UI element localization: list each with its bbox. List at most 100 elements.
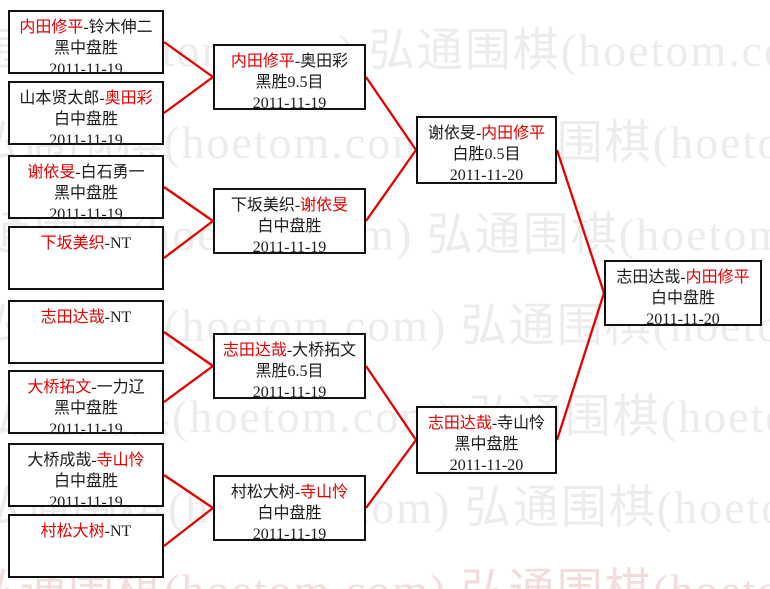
match-date: 2011-11-19 xyxy=(49,494,123,511)
player-name: 谢依旻 xyxy=(427,125,476,142)
player-name: NT xyxy=(110,523,132,540)
bracket-connector-line xyxy=(555,149,606,294)
match-players: 山本贤太郎-奥田彩 xyxy=(10,88,162,109)
player-name: 奥田彩 xyxy=(300,53,349,70)
match-result: 黑中盘胜 xyxy=(53,185,118,202)
vs-dash: - xyxy=(75,164,81,181)
match-date: 2011-11-19 xyxy=(49,206,123,223)
match-result: 白胜0.5目 xyxy=(452,146,521,163)
match-result: 白中盘胜 xyxy=(650,290,715,307)
vs-dash: - xyxy=(91,452,97,469)
match-box-semifinal-1: 谢依旻-内田修平 白胜0.5目 2011-11-20 xyxy=(416,116,557,184)
match-result: 黑胜6.5目 xyxy=(255,363,324,380)
player-name: 内田修平 xyxy=(685,269,750,286)
player-name: 铃木伸二 xyxy=(88,19,153,36)
vs-dash: - xyxy=(491,415,498,432)
player-name: 志田达哉 xyxy=(222,342,287,359)
bracket-connector-line xyxy=(365,149,417,222)
player-name: 大桥成哉 xyxy=(27,452,92,469)
match-result: 白中盘胜 xyxy=(257,505,322,522)
match-result: 白中盘胜 xyxy=(53,473,118,490)
match-box-semifinal-2: 志田达哉-寺山怜 黑中盘胜 2011-11-20 xyxy=(416,406,557,474)
match-result: 白中盘胜 xyxy=(53,111,118,128)
vs-dash: - xyxy=(83,19,89,36)
player-name: 寺山怜 xyxy=(497,415,546,432)
match-players: 村松大树-NT xyxy=(10,521,162,542)
player-name: 下坂美织 xyxy=(230,197,295,214)
match-result: 黑中盘胜 xyxy=(454,436,519,453)
match-box-round1-7: 大桥成哉-寺山怜 白中盘胜 2011-11-19 xyxy=(8,443,164,511)
match-box-round2-3: 志田达哉-大桥拓文 黑胜6.5目 2011-11-19 xyxy=(213,333,366,401)
match-box-round1-1: 内田修平-铃木伸二 黑中盘胜 2011-11-19 xyxy=(8,10,164,78)
match-players: 大桥成哉-寺山怜 xyxy=(10,450,162,471)
match-result: 黑中盘胜 xyxy=(53,400,118,417)
match-date: 2011-11-20 xyxy=(449,167,524,184)
bracket-connector-line xyxy=(365,76,417,151)
vs-dash: - xyxy=(99,90,105,107)
player-name: 志田达哉 xyxy=(427,415,492,432)
match-date: 2011-11-20 xyxy=(646,311,720,328)
match-players: 谢依旻-白石勇一 xyxy=(10,162,162,183)
player-name: NT xyxy=(110,309,132,326)
player-name: 村松大树 xyxy=(230,484,295,501)
bracket-connector-line xyxy=(163,365,214,403)
match-date: 2011-11-20 xyxy=(449,457,524,474)
player-name: 志田达哉 xyxy=(40,309,105,326)
vs-dash: - xyxy=(91,379,97,396)
bracket-connector-line xyxy=(365,439,417,509)
player-name: 奥田彩 xyxy=(104,90,153,107)
vs-dash: - xyxy=(294,484,301,501)
match-date: 2011-11-19 xyxy=(49,132,123,149)
match-box-round1-6: 大桥拓文-一力辽 黑中盘胜 2011-11-19 xyxy=(8,370,164,438)
match-result: 黑胜9.5目 xyxy=(255,74,324,91)
vs-dash: - xyxy=(104,523,110,540)
match-box-round1-4: 下坂美织-NT xyxy=(8,226,164,290)
match-box-round1-3: 谢依旻-白石勇一 黑中盘胜 2011-11-19 xyxy=(8,155,164,223)
match-box-round1-8: 村松大树-NT xyxy=(8,514,164,578)
player-name: 寺山怜 xyxy=(96,452,145,469)
player-name: 内田修平 xyxy=(230,53,295,70)
match-box-round2-2: 下坂美织-谢依旻 白中盘胜 2011-11-19 xyxy=(213,188,366,256)
vs-dash: - xyxy=(680,269,686,286)
match-date: 2011-11-19 xyxy=(252,384,327,401)
match-players: 志田达哉-大桥拓文 xyxy=(215,340,364,361)
match-box-round2-4: 村松大树-寺山怜 白中盘胜 2011-11-19 xyxy=(213,475,366,543)
match-players: 内田修平-铃木伸二 xyxy=(10,17,162,38)
vs-dash: - xyxy=(286,342,293,359)
bracket-connector-line xyxy=(163,507,214,547)
player-name: 大桥拓文 xyxy=(27,379,92,396)
match-result: 黑中盘胜 xyxy=(53,40,118,57)
match-box-round2-1: 内田修平-奥田彩 黑胜9.5目 2011-11-19 xyxy=(213,44,366,112)
match-players: 谢依旻-内田修平 xyxy=(418,123,555,144)
match-date: 2011-11-19 xyxy=(49,61,123,78)
match-players: 大桥拓文-一力辽 xyxy=(10,377,162,398)
match-box-round1-5: 志田达哉-NT xyxy=(8,300,164,364)
match-date: 2011-11-19 xyxy=(49,421,123,438)
player-name: 下坂美织 xyxy=(40,235,105,252)
player-name: 白石勇一 xyxy=(80,164,145,181)
bracket-connector-line xyxy=(163,474,214,509)
match-date: 2011-11-19 xyxy=(252,526,327,543)
match-players: 下坂美织-NT xyxy=(10,233,162,254)
player-name: 村松大树 xyxy=(40,523,105,540)
player-name: 一力辽 xyxy=(96,379,145,396)
bracket-connector-line xyxy=(163,331,214,367)
player-name: 内田修平 xyxy=(19,19,84,36)
bracket-connector-line xyxy=(163,41,214,78)
match-players: 志田达哉-寺山怜 xyxy=(418,413,555,434)
player-name: 谢依旻 xyxy=(27,164,76,181)
player-name: 大桥拓文 xyxy=(292,342,357,359)
player-name: 寺山怜 xyxy=(300,484,349,501)
vs-dash: - xyxy=(104,309,110,326)
vs-dash: - xyxy=(294,197,301,214)
player-name: 内田修平 xyxy=(481,125,546,142)
bracket-connector-line xyxy=(555,292,606,441)
match-players: 志田达哉-NT xyxy=(10,307,162,328)
player-name: 谢依旻 xyxy=(300,197,349,214)
player-name: 志田达哉 xyxy=(616,269,681,286)
vs-dash: - xyxy=(104,235,110,252)
match-box-round1-2: 山本贤太郎-奥田彩 白中盘胜 2011-11-19 xyxy=(8,81,164,149)
match-date: 2011-11-19 xyxy=(252,95,327,112)
